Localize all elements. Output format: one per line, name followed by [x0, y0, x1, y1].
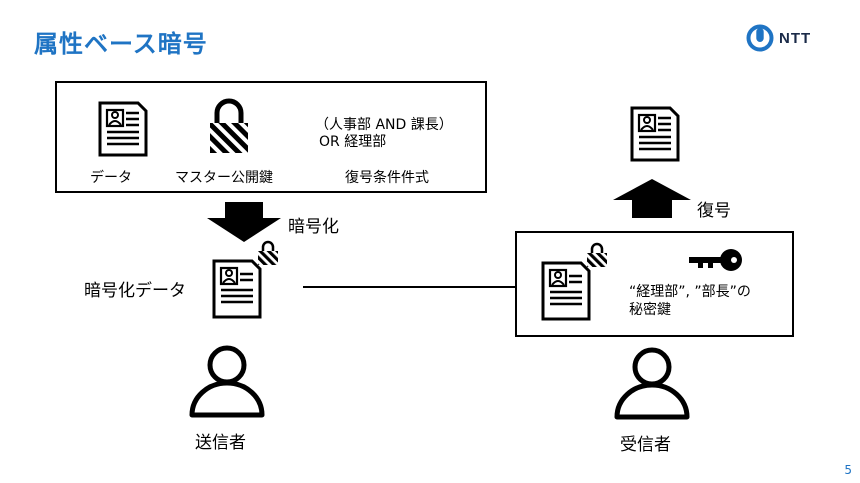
encrypted-data-label: 暗号化データ [84, 281, 186, 301]
condition-line-1: （人事部 AND 課長） [315, 117, 453, 133]
decrypt-arrow-icon [613, 179, 691, 218]
encrypt-arrow-icon [207, 202, 281, 242]
sender-label: 送信者 [195, 433, 246, 453]
key-attributes: “経理部”, ”部長”の [629, 284, 751, 300]
condition-label: 復号条件件式 [345, 170, 429, 186]
decrypted-document-icon [630, 106, 680, 162]
document-icon [98, 101, 148, 157]
received-encrypted-document-icon [541, 242, 607, 321]
transfer-arrow-icon [303, 280, 533, 294]
logo-text: NTT [779, 29, 812, 47]
padlock-icon [210, 98, 248, 153]
receiver-label: 受信者 [620, 435, 671, 455]
condition-formula: （人事部 AND 課長） OR 経理部 [315, 117, 453, 151]
data-label: データ [90, 170, 132, 186]
secret-key-description: “経理部”, ”部長”の 秘密鍵 [629, 283, 751, 319]
page-title: 属性ベース暗号 [34, 30, 208, 58]
page-number: 5 [844, 463, 852, 477]
ntt-logo: NTT [746, 24, 811, 52]
decrypt-label: 復号 [697, 201, 731, 221]
receiver-box: “経理部”, ”部長”の 秘密鍵 [515, 231, 794, 337]
condition-line-2: OR 経理部 [319, 134, 387, 150]
receiver-person-icon [614, 347, 690, 420]
encrypted-document-icon [212, 240, 278, 319]
ntt-logo-icon [746, 24, 774, 52]
encrypt-label: 暗号化 [288, 217, 339, 237]
secret-key-label: 秘密鍵 [629, 302, 671, 318]
sender-person-icon [189, 345, 265, 418]
key-icon [689, 249, 742, 271]
master-key-label: マスター公開鍵 [175, 170, 273, 186]
sender-input-box: データ マスター公開鍵 （人事部 AND 課長） OR 経理部 復号条件件式 [55, 81, 487, 193]
